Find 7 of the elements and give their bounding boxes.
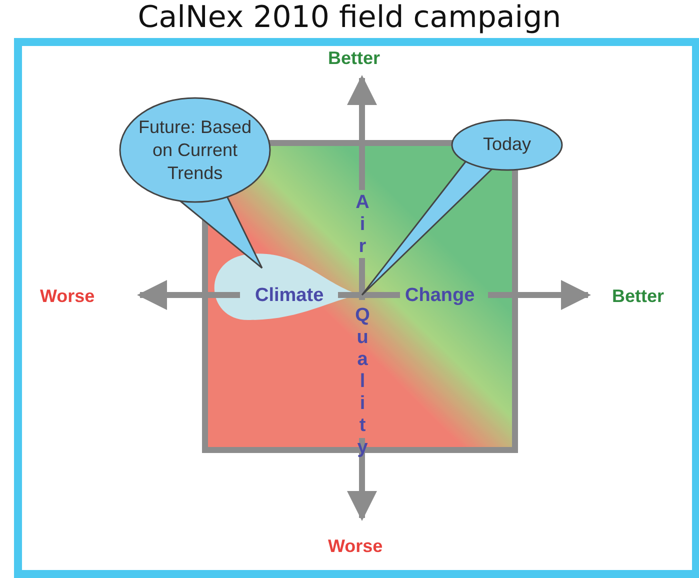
title: CalNex 2010 field campaign xyxy=(136,0,562,35)
axis-title: Quality xyxy=(352,305,372,459)
axis-end-label: Worse xyxy=(40,286,95,307)
axis-end-label: Worse xyxy=(328,536,383,557)
axis-end-label: Better xyxy=(328,48,380,69)
axis-end-label: Better xyxy=(612,286,664,307)
axis-title: Climate xyxy=(255,285,324,307)
